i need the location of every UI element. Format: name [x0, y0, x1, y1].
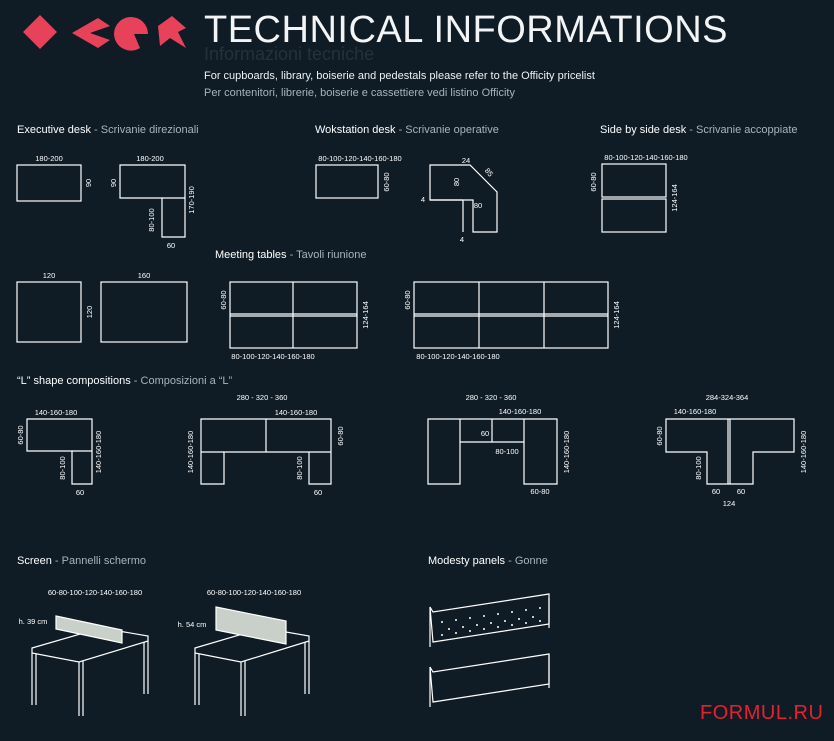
screen-panel	[215, 606, 287, 645]
dim-label: 284-324-364	[706, 393, 749, 402]
dim-label: 140-160-180	[499, 407, 542, 416]
watermark: FORMUL.RU	[700, 702, 824, 724]
dim-label: 80-100	[147, 208, 156, 231]
dim-label: 80-100-120-140-160-180	[318, 154, 401, 163]
note-italian: Per contenitori, librerie, boiserie e ca…	[204, 87, 515, 99]
dim-label: 124-164	[361, 301, 370, 329]
dim-label: 60-80	[336, 426, 345, 445]
workstation-desk-drawings: 80-100-120-140-160-180 60-80 24 85 80 80…	[315, 154, 498, 244]
dim-label: 80-100	[295, 456, 304, 479]
dim-label: 80-100	[495, 447, 518, 456]
dim-label: 80	[474, 201, 482, 210]
logo-arrow-icon	[158, 16, 186, 48]
dim-label: 160	[138, 271, 151, 280]
dim-label: 140-160-180	[186, 431, 195, 474]
dim-label: 120	[43, 271, 56, 280]
perforated-modesty-panel	[429, 593, 550, 643]
dim-label: 280 - 320 - 360	[237, 393, 288, 402]
section-side-by-side-desk: Side by side desk - Scrivanie accoppiate	[600, 124, 798, 136]
dim-label: 140-160-180	[35, 408, 78, 417]
l-composition	[26, 418, 93, 485]
desk-rectangle	[315, 164, 379, 199]
dim-label: 124	[723, 499, 736, 508]
dim-label: 180-200	[136, 154, 164, 163]
dim-label: 90	[109, 179, 118, 187]
side-by-side-desk-drawings: 80-100-120-140-160-180 60-80 124-164	[589, 153, 688, 233]
section-executive-desk: Executive desk - Scrivanie direzionali	[17, 124, 199, 136]
dim-label: 140-160-180	[562, 431, 571, 474]
dim-label: 60	[314, 488, 322, 497]
dim-label: 24	[462, 156, 470, 165]
screen-drawings: 60-80-100-120-140-160-180 h. 39 cm 60-80…	[19, 588, 310, 716]
dim-label: 80-100-120-140-160-180	[416, 352, 499, 361]
dim-label: 180-200	[35, 154, 63, 163]
section-l-shape-compositions: “L” shape compositions - Composizioni a …	[17, 375, 233, 387]
dim-label: 60-80	[530, 487, 549, 496]
dim-label: 170-190	[187, 186, 196, 214]
section-meeting-tables: Meeting tables - Tavoli riunione	[215, 249, 367, 261]
dim-label: 80-100-120-140-160-180	[231, 352, 314, 361]
dim-label: 60-80	[403, 290, 412, 309]
table-rectangle	[100, 281, 188, 343]
t-composition	[665, 418, 795, 485]
solid-modesty-panel	[429, 653, 550, 703]
screen-panel	[55, 615, 123, 644]
dim-label: 124-164	[670, 184, 679, 212]
dim-label: 60-80	[655, 426, 664, 445]
dim-label: 140-160-180	[94, 431, 103, 474]
dim-label: 85	[483, 166, 495, 178]
dim-label: 60-80	[589, 172, 598, 191]
table-six-tops	[413, 281, 609, 349]
meeting-tables-drawings: 120 160 120 60-80 124-164 80-100-120-140…	[16, 271, 621, 361]
dim-label: 120	[85, 306, 94, 319]
dim-label: 140-160-180	[674, 407, 717, 416]
dim-label: 124-164	[612, 301, 621, 329]
dim-label: 60-80	[219, 290, 228, 309]
dim-label: 4	[421, 195, 425, 204]
dim-label: 60	[167, 241, 175, 250]
dim-label: 60-80-100-120-140-160-180	[48, 588, 142, 597]
dim-label: 60-80	[382, 172, 391, 191]
dim-label: 90	[84, 179, 93, 187]
modesty-panels-drawings	[429, 593, 550, 707]
logo-pacman-icon	[114, 17, 148, 51]
dim-label: 60	[76, 488, 84, 497]
desk-with-return	[119, 164, 186, 238]
page-subtitle: Informazioni tecniche	[204, 44, 375, 64]
perforation-dots	[441, 607, 541, 636]
desk-rectangle	[601, 198, 667, 233]
logo-chevron-icon	[72, 18, 110, 48]
dim-label: 60	[737, 487, 745, 496]
dim-label: h. 54 cm	[178, 620, 207, 629]
dim-label: 80	[452, 178, 461, 186]
executive-desk-drawings: 180-200 90 180-200 90 170-190 80-100 60	[16, 154, 196, 250]
page-title: TECHNICAL INFORMATIONS	[204, 9, 729, 51]
section-screen: Screen - Pannelli schermo	[17, 555, 147, 567]
dim-label: 80-100-120-140-160-180	[604, 153, 687, 162]
brand-logo	[23, 15, 186, 51]
section-workstation-desk: Wokstation desk - Scrivanie operative	[315, 124, 499, 136]
dim-label: h. 39 cm	[19, 617, 48, 626]
l-shape-drawings: 140-160-180 60-80 140-160-180 80-100 60 …	[16, 393, 808, 508]
dim-label: 60-80	[16, 425, 25, 444]
desk-rectangle	[16, 164, 82, 202]
desk-rectangle	[601, 163, 667, 198]
dim-label: 280 - 320 - 360	[466, 393, 517, 402]
note-english: For cupboards, library, boiserie and ped…	[204, 70, 595, 82]
dim-label: 4	[460, 235, 464, 244]
dim-label: 140-160-180	[275, 408, 318, 417]
dim-label: 80-100	[58, 456, 67, 479]
dim-label: 140-160-180	[799, 431, 808, 474]
dim-label: 60	[481, 429, 489, 438]
dim-label: 60-80-100-120-140-160-180	[207, 588, 301, 597]
dim-label: 60	[712, 487, 720, 496]
dim-label: 80-100	[694, 456, 703, 479]
table-square	[16, 281, 82, 343]
section-modesty-panels: Modesty panels - Gonne	[428, 555, 548, 567]
